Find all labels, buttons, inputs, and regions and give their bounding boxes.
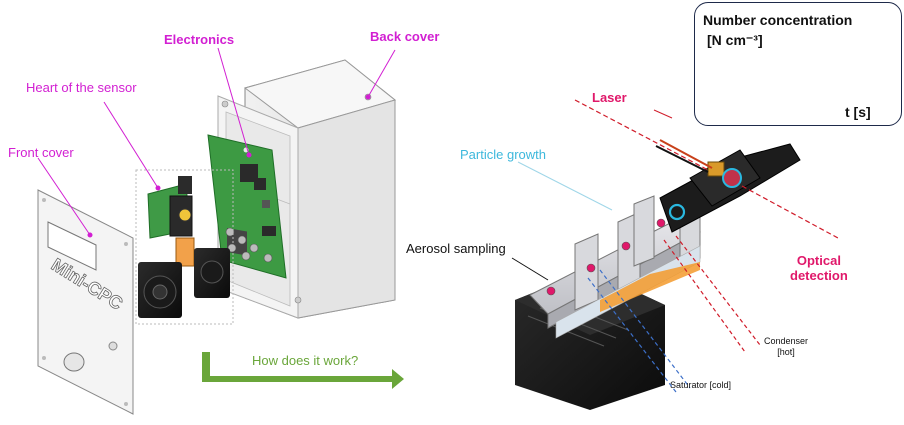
sensor-heart [135,169,234,325]
label-optical-line1: Optical [796,253,841,268]
label-optical: Optical detection [790,253,848,284]
label-front-cover: Front cover [8,145,74,160]
front-cover: Mini-CPC [37,189,134,415]
how-arrow [202,352,404,389]
left-leader-lines [37,47,396,238]
label-electronics: Electronics [164,32,235,47]
label-how: How does it work? [252,353,359,368]
inset-title: Number concentration [703,12,853,28]
label-condenser-line2: [hot] [777,347,795,358]
label-condenser: Condenser [hot] [764,336,808,359]
right-leader-lines [511,109,673,281]
dashed-lines [574,99,839,393]
label-saturator: Saturator [cold] [670,380,732,390]
growth-channel [529,195,701,339]
electronics-pcb [207,134,287,279]
label-particle-growth: Particle growth [460,147,546,162]
optical-head [655,139,801,233]
label-aerosol-sampling: Aerosol sampling [406,241,506,256]
inset-x-axis: t [s] [845,104,871,120]
label-back-cover: Back cover [370,29,440,44]
label-condenser-line1: Condenser [764,336,809,346]
inset-y-unit: [N cm⁻³] [707,32,763,48]
label-heart: Heart of the sensor [26,80,137,95]
inset-panel: Number concentration [N cm⁻³] t [s] [694,2,902,126]
label-optical-line2: detection [790,267,848,283]
label-laser: Laser [592,90,627,105]
